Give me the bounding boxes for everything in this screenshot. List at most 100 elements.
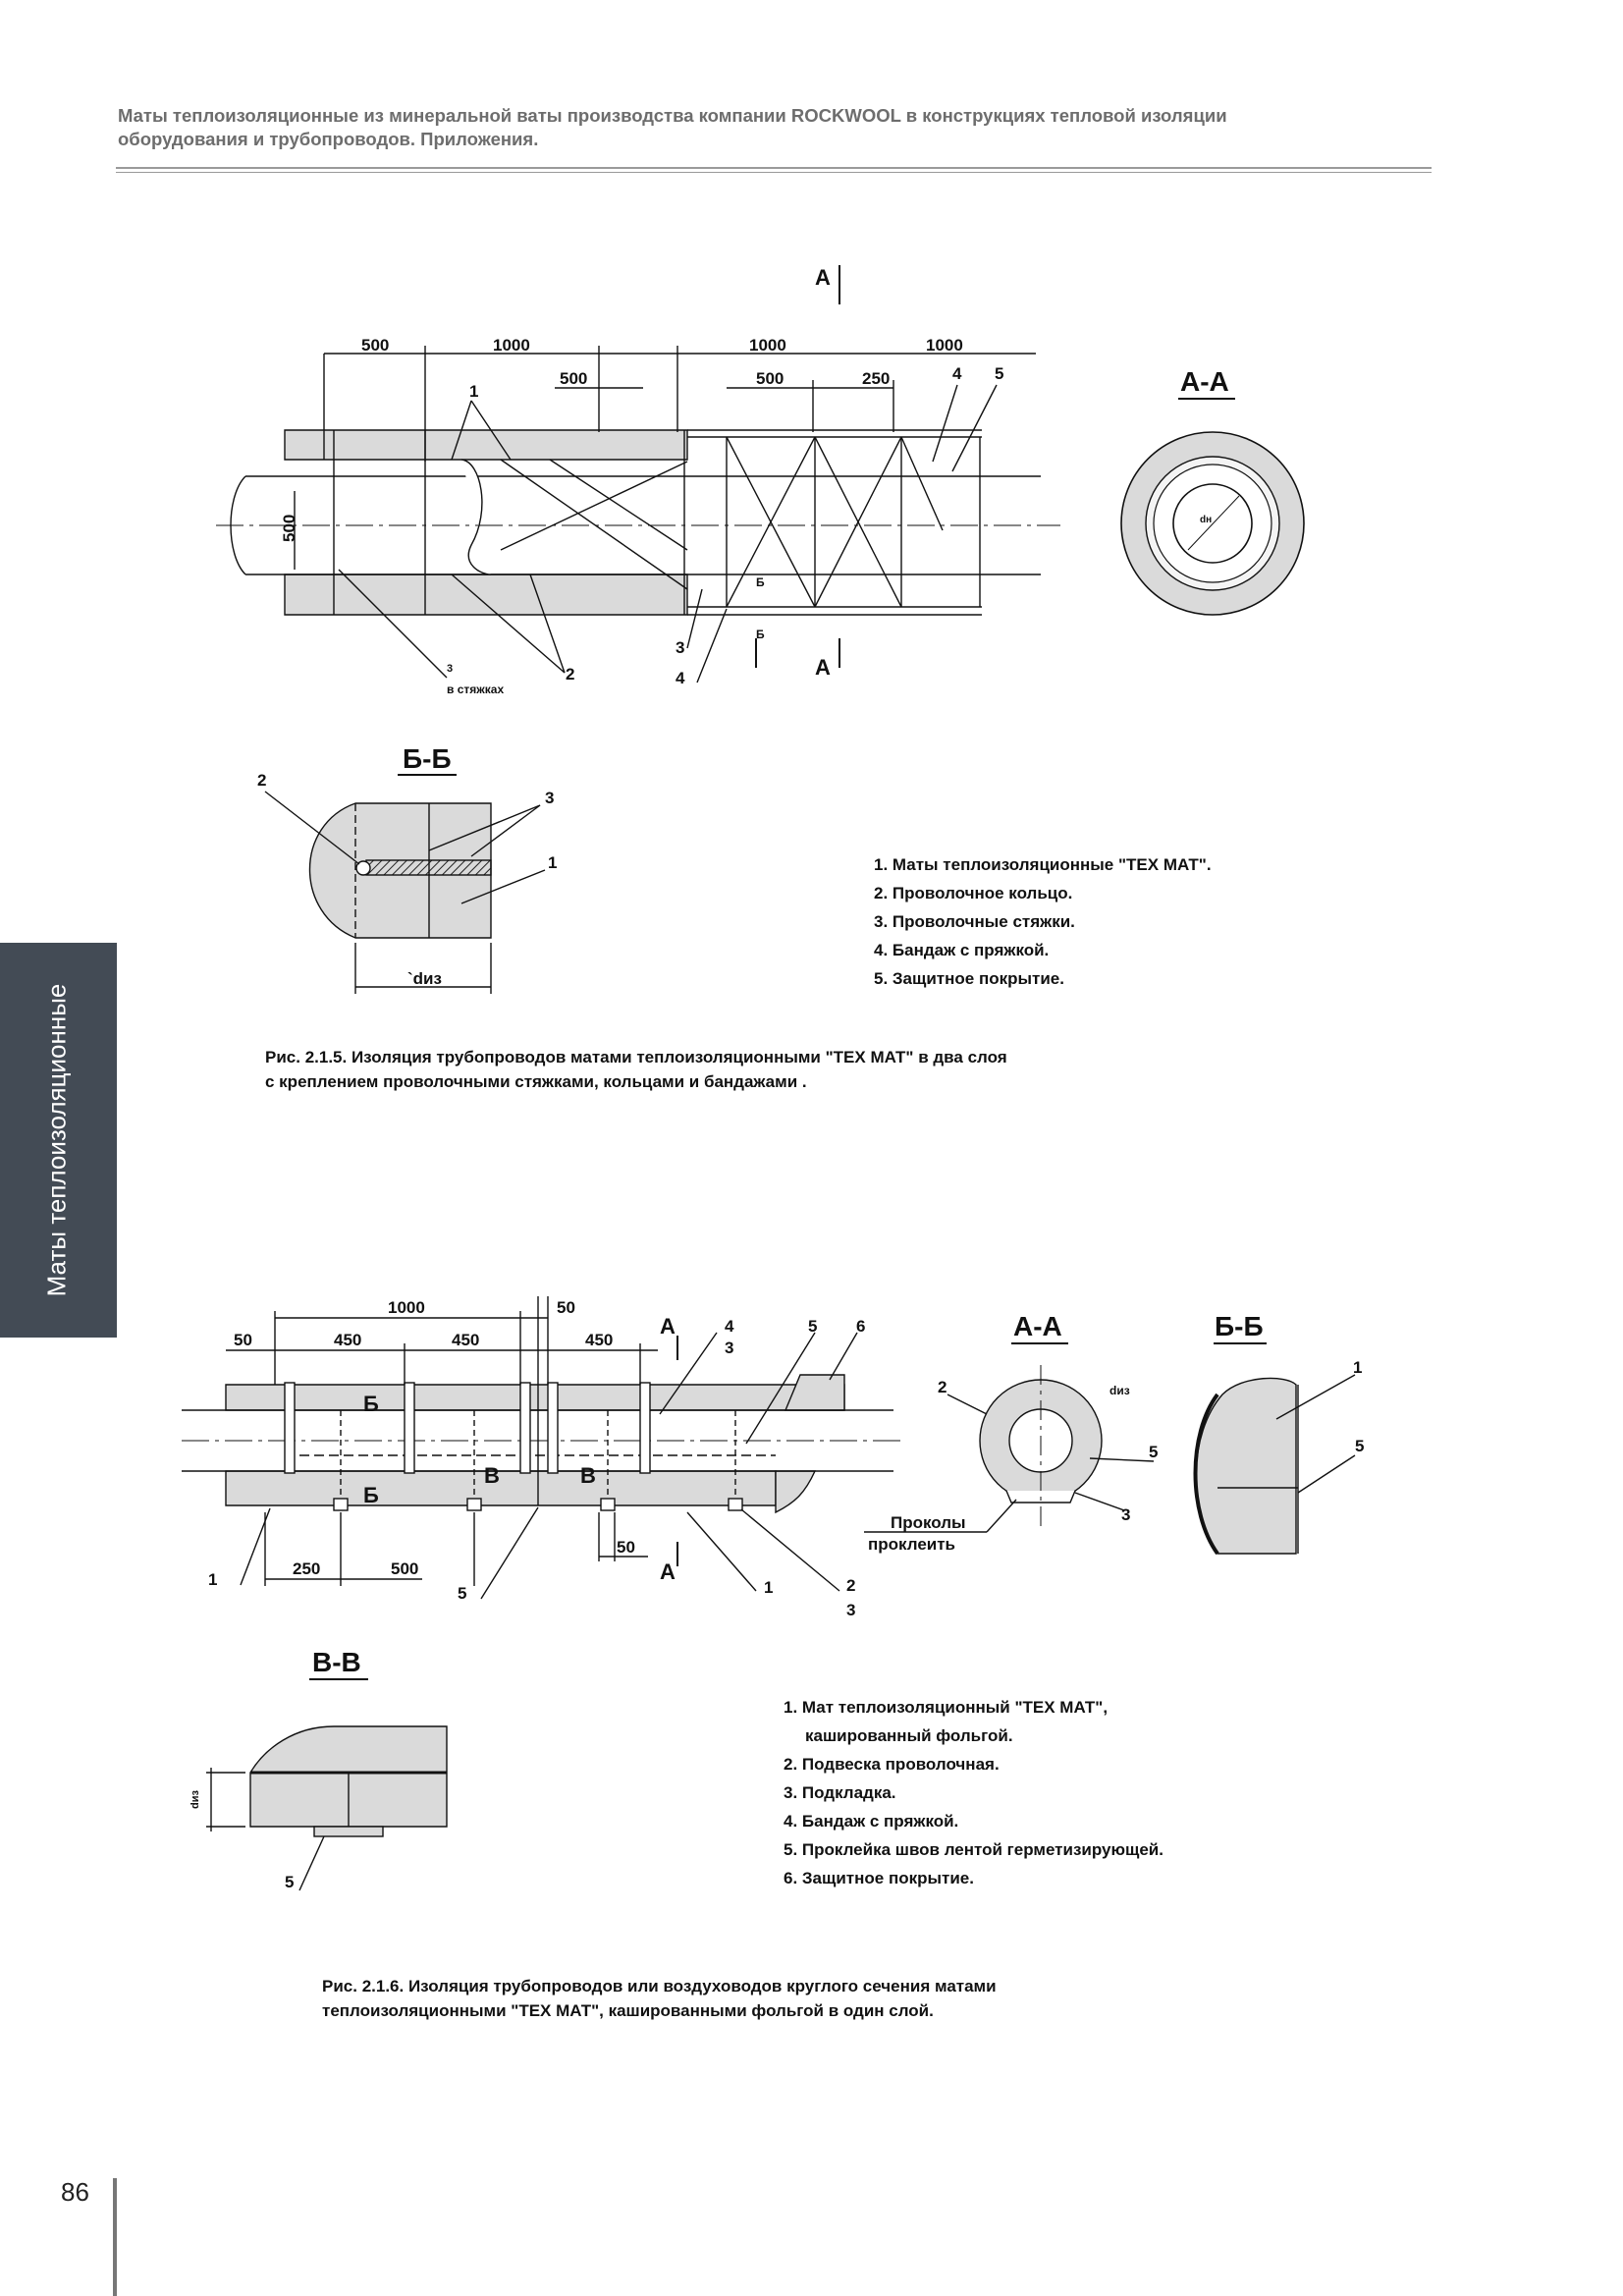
fig1-dim-1: 500 — [361, 336, 389, 355]
fig2-dim-500: 500 — [391, 1559, 418, 1578]
running-header: Маты теплоизоляционные из минеральной ва… — [118, 104, 1434, 151]
fig2-section-v-right: В — [580, 1463, 596, 1488]
fig1-section-b-upper: Б — [756, 575, 765, 589]
fig2-callout-6: 6 — [856, 1317, 865, 1336]
fig2-legend-item: кашированный фольгой. — [805, 1726, 1013, 1745]
header-line-2: оборудования и трубопроводов. Приложения… — [118, 129, 539, 149]
fig2-dim-250: 250 — [293, 1559, 320, 1578]
fig1-callout-2: 2 — [566, 665, 574, 683]
fig2-callout-3-bottom: 3 — [846, 1601, 855, 1619]
fig2-section-aa-title: А-А — [1013, 1311, 1062, 1341]
fig2-vv-dim: dиз — [189, 1790, 201, 1809]
fig1-caption: Рис. 2.1.5. Изоляция трубопроводов матам… — [265, 1045, 1007, 1094]
fig2-aa-callout-5: 5 — [1149, 1443, 1158, 1461]
fig1-callout-5: 5 — [995, 364, 1003, 383]
fig2-legend-item: 4. Бандаж с пряжкой. — [784, 1812, 959, 1831]
fig1-section-bb: Б-Б 2 3 1 `dиз — [257, 743, 557, 994]
fig2-callout-5-top: 5 — [808, 1317, 817, 1336]
fig2-callouts: 1 5 4 3 5 6 1 2 3 А А Б Б В В — [208, 1314, 865, 1619]
fig1-callout-3-note: в стяжках — [447, 683, 504, 696]
fig2-dimension-labels: 1000 50 50 450 450 450 250 500 50 — [234, 1298, 635, 1578]
fig1-dim-4: 1000 — [749, 336, 786, 355]
fig1-callout-3: 3 — [676, 638, 684, 657]
header-rule-thin — [116, 172, 1432, 173]
fig2-aa-callout-3: 3 — [1121, 1505, 1130, 1524]
fig1-section-bb-title: Б-Б — [403, 743, 452, 774]
fig2-legend-item: 5. Проклейка швов лентой герметизирующей… — [784, 1840, 1163, 1859]
fig1-callout-4-top: 4 — [952, 364, 962, 383]
fig1-main-view — [216, 265, 1060, 683]
fig2-section-a-bottom: А — [660, 1559, 676, 1584]
fig2-dim-50-left: 50 — [234, 1331, 252, 1349]
fig2-section-a-top: А — [660, 1314, 676, 1339]
fig2-section-b-bottom: Б — [363, 1483, 379, 1507]
fig2-dim-450-c: 450 — [585, 1331, 613, 1349]
page-number: 86 — [61, 2177, 89, 2207]
header-line-1: Маты теплоизоляционные из минеральной ва… — [118, 105, 1227, 126]
fig2-callout-3-top: 3 — [725, 1339, 733, 1357]
fig1-callouts: 1 2 3 4 5 4 3 в стяжках Б Б А А — [447, 265, 1003, 696]
fig2-dim-450-a: 450 — [334, 1331, 361, 1349]
fig1-section-aa: А-А dн — [1120, 366, 1305, 616]
fig1-section-b-lower: Б — [756, 628, 765, 641]
fig2-legend: 1. Мат теплоизоляционный "ТЕХ МАТ", каши… — [784, 1693, 1163, 1892]
fig1-callout-3-left: 3 — [447, 663, 453, 675]
fig1-bb-callout-2: 2 — [257, 771, 266, 790]
fig2-section-vv: В-В dиз 5 — [189, 1647, 448, 1891]
fig1-bb-dim: `dиз — [407, 969, 442, 988]
fig2-dim-50-top: 50 — [557, 1298, 575, 1317]
fig2-section-aa: А-А 2 5 3 dиз Проколы проклеить — [864, 1311, 1158, 1554]
fig2-aa-callout-2: 2 — [938, 1378, 947, 1396]
fig1-caption-line-2: с креплением проволочными стяжками, коль… — [265, 1072, 807, 1091]
fig2-vv-callout-5: 5 — [285, 1873, 294, 1891]
fig2-legend-item: 2. Подвеска проволочная. — [784, 1755, 1000, 1774]
fig1-section-a-bottom: А — [815, 655, 831, 680]
fig1-legend-item: 4. Бандаж с пряжкой. — [874, 941, 1050, 959]
fig2-legend-item: 1. Мат теплоизоляционный "ТЕХ МАТ", — [784, 1698, 1109, 1717]
fig2-main-view — [182, 1296, 903, 1600]
fig2-section-bb-title: Б-Б — [1215, 1311, 1264, 1341]
fig1-dim-3: 500 — [560, 369, 587, 388]
fig2-caption-line-2: теплоизоляционными "ТЕХ МАТ", кашированн… — [322, 2001, 934, 2020]
fig1-legend-item: 5. Защитное покрытие. — [874, 969, 1064, 988]
fig2-legend-item: 3. Подкладка. — [784, 1783, 896, 1802]
fig2-legend-item: 6. Защитное покрытие. — [784, 1869, 974, 1887]
fig2-section-b-top: Б — [363, 1392, 379, 1416]
fig2-section-v-left: В — [484, 1463, 500, 1488]
header-rule — [116, 167, 1432, 169]
fig1-bb-callout-1: 1 — [548, 853, 557, 872]
fig1-dim-5: 1000 — [926, 336, 963, 355]
fig2-caption-line-1: Рис. 2.1.6. Изоляция трубопроводов или в… — [322, 1977, 997, 1995]
fig2-aa-dia: dиз — [1109, 1384, 1130, 1397]
fig1-dimension-labels: 500 1000 500 1000 1000 500 250 500 — [280, 336, 963, 542]
fig2-callout-2: 2 — [846, 1576, 855, 1595]
fig2-dim-1000: 1000 — [388, 1298, 425, 1317]
fig1-legend-item: 3. Проволочные стяжки. — [874, 912, 1075, 931]
fig2-callout-5-left: 5 — [458, 1584, 466, 1603]
fig1-dim-6: 500 — [756, 369, 784, 388]
fig1-section-aa-title: А-А — [1180, 366, 1229, 397]
fig1-dim-2: 1000 — [493, 336, 530, 355]
fig1-section-aa-dia: dн — [1200, 515, 1212, 525]
fig1-callout-1: 1 — [469, 382, 478, 401]
fig2-callout-1-left: 1 — [208, 1570, 217, 1589]
fig2-caption: Рис. 2.1.6. Изоляция трубопроводов или в… — [322, 1974, 997, 2023]
fig2-aa-note-1: Проколы — [891, 1513, 966, 1532]
fig1-legend: 1. Маты теплоизоляционные "ТЕХ МАТ". 2. … — [874, 850, 1212, 993]
fig1-section-a-top: А — [815, 265, 831, 290]
fig2-dim-450-b: 450 — [452, 1331, 479, 1349]
fig2-callout-1-right: 1 — [764, 1578, 773, 1597]
fig1-bb-callout-3: 3 — [545, 789, 554, 807]
fig1-dim-7: 250 — [862, 369, 890, 388]
fig2-bb-callout-1: 1 — [1353, 1358, 1362, 1377]
page-number-bar — [113, 2178, 117, 2296]
fig2-aa-note-2: проклеить — [868, 1535, 955, 1554]
fig2-callout-4: 4 — [725, 1317, 734, 1336]
fig2-dim-50-bottom: 50 — [617, 1538, 635, 1557]
fig2-bb-callout-5: 5 — [1355, 1437, 1364, 1455]
fig1-legend-item: 1. Маты теплоизоляционные "ТЕХ МАТ". — [874, 855, 1212, 874]
fig1-dim-8: 500 — [280, 515, 298, 542]
chapter-side-tab — [0, 943, 117, 1338]
fig2-section-bb: Б-Б 1 5 — [1193, 1311, 1364, 1556]
